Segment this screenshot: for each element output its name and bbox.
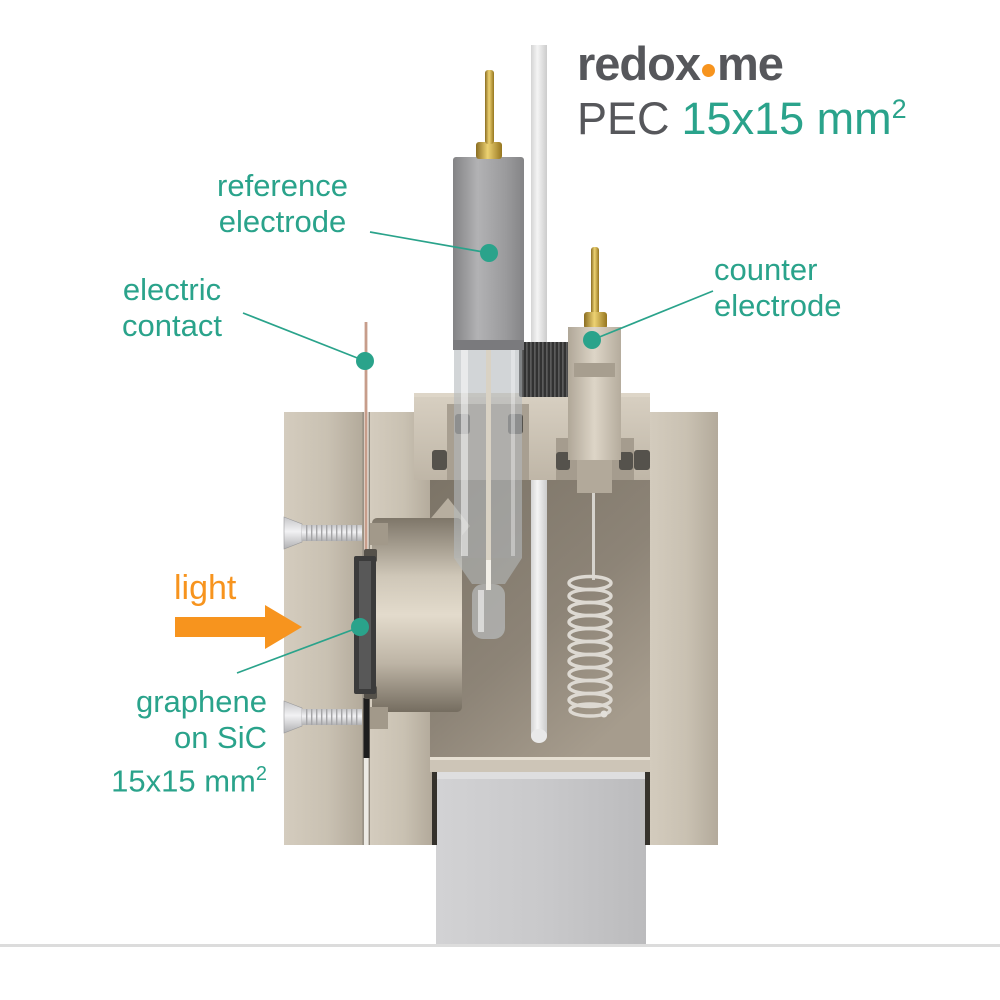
callout-dot-counter [583,331,601,349]
ground-line [0,944,1000,947]
product-prefix: PEC [577,93,670,144]
product-size: 15x15 mm [681,93,892,144]
counter-electrode [568,247,621,493]
light-arrow-icon [175,605,302,649]
label-line: reference [217,168,348,203]
purge-tube-lower [531,480,547,743]
purge-tube [531,45,547,345]
label-line: counter [714,252,818,287]
knurled-nut [519,342,573,397]
label-line: electrode [218,204,347,239]
window-bore [372,518,462,712]
label-sample-size: 15x15 mm2 [55,756,267,799]
label-reference-electrode: reference electrode [200,168,365,240]
label-line: graphene [135,684,267,719]
cell-base [436,772,646,945]
product-sup: 2 [891,94,907,124]
clamp-screw-bottom [283,700,388,734]
logo-part1: redox [577,37,701,90]
callout-dot-sample [351,618,369,636]
label-light: light [174,569,237,607]
label-graphene-on-sic: graphene on SiC 15x15 mm2 [55,684,267,799]
logo-dot-icon [702,64,715,77]
label-electric-contact: electric contact [98,272,246,344]
label-line: contact [122,308,222,343]
callout-dot-electric [356,352,374,370]
clamp-screw-top [283,516,388,550]
label-line: electrode [714,288,842,323]
label-counter-electrode: counter electrode [714,252,842,324]
label-line: electric [122,272,222,307]
logo-part2: me [717,37,784,90]
label-size-sup: 2 [255,763,267,785]
reference-electrode [453,70,524,639]
counter-spring [567,490,613,718]
callout-lines [236,231,714,674]
callout-dot-reference [480,244,498,262]
label-size-base: 15x15 mm [111,763,256,799]
label-line: on SiC [173,720,267,755]
